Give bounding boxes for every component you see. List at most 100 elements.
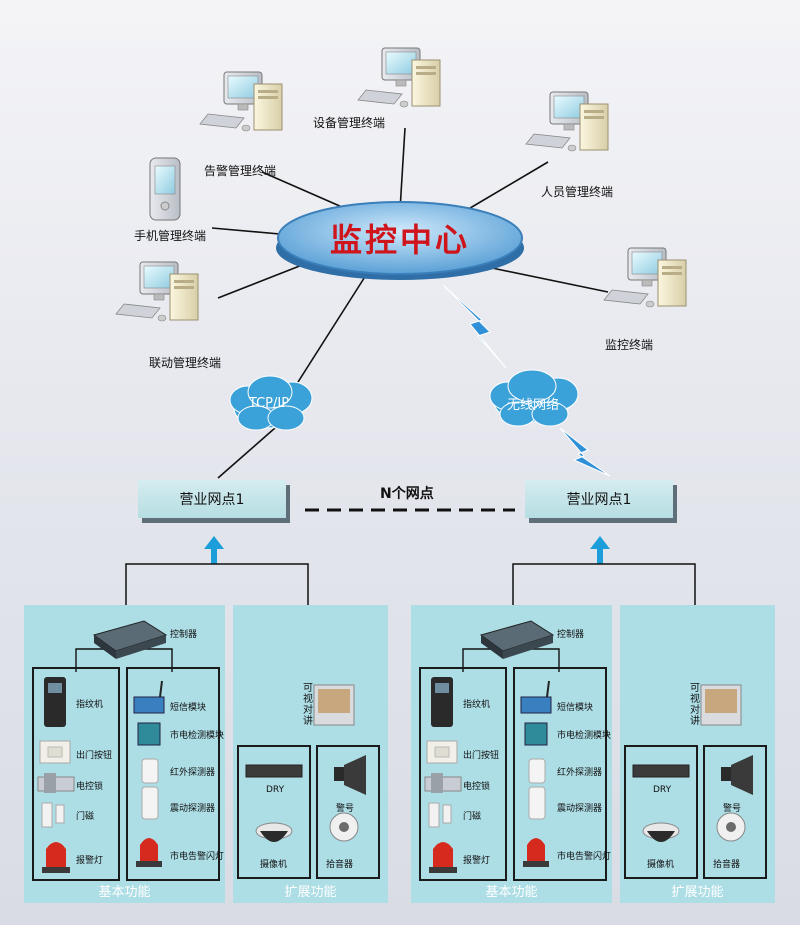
tcpip-cloud-icon xyxy=(229,375,313,431)
alarm-light-icon xyxy=(42,842,70,873)
sensor-item-2: 市电检测模块 xyxy=(557,731,612,741)
basic-item-4: 门磁 xyxy=(463,812,482,822)
intercom-label: 可视对讲 xyxy=(303,683,313,727)
fingerprint-reader-icon xyxy=(44,677,66,727)
device-terminal-label: 设备管理终端 xyxy=(313,116,386,130)
sensor-item-2: 市电检测模块 xyxy=(170,731,225,741)
controller-label: 控制器 xyxy=(170,630,198,640)
right-bracket xyxy=(512,563,696,605)
sensor-item-4: 震动探测器 xyxy=(557,804,603,814)
electric-lock-icon xyxy=(424,773,462,793)
basic-item-3: 电控锁 xyxy=(463,782,491,792)
ext-video-box xyxy=(624,745,698,879)
branch-right: 控制器 指纹机 出门按钮 电控锁 门磁 报警灯 短信模块 市电检测模块 红外探测… xyxy=(411,605,775,903)
device-terminal-icon xyxy=(357,47,441,108)
basic-item-5: 报警灯 xyxy=(463,856,491,866)
basic-item-1: 指纹机 xyxy=(76,700,104,710)
sensor-item-3: 红外探测器 xyxy=(557,768,603,778)
basic-item-1: 指纹机 xyxy=(463,700,491,710)
link-personnel xyxy=(459,161,549,215)
personnel-terminal-icon xyxy=(525,91,609,152)
linkage-terminal-label: 联动管理终端 xyxy=(149,356,222,370)
microphone-icon xyxy=(716,812,746,842)
siren-label: 警号 xyxy=(336,804,355,814)
fingerprint-reader-icon xyxy=(431,677,453,727)
sms-module-icon xyxy=(133,680,165,714)
sensor-item-5: 市电告警闪灯 xyxy=(170,852,225,862)
infrared-detector-icon xyxy=(141,758,159,784)
controller-label: 控制器 xyxy=(557,630,585,640)
video-intercom-icon xyxy=(700,684,742,726)
branch-graphics xyxy=(424,620,753,873)
ext-audio-box xyxy=(703,745,767,879)
monitoring-center-title: 监控中心 xyxy=(329,221,470,259)
sms-module-icon xyxy=(520,680,552,714)
link-monitor xyxy=(491,267,609,293)
site-left-box: 营业网点1 xyxy=(138,480,286,518)
alarm-terminal-icon xyxy=(199,71,283,132)
link-tcpip-site xyxy=(217,427,276,479)
ext-audio-box xyxy=(316,745,380,879)
basic-item-4: 门磁 xyxy=(76,812,95,822)
dvr-icon xyxy=(632,764,690,778)
basic-item-2: 出门按钮 xyxy=(463,751,500,761)
dome-camera-icon xyxy=(642,822,680,842)
basic-function-title: 基本功能 xyxy=(485,885,538,900)
dvr-label: DRY xyxy=(266,785,285,795)
wireless-label: 无线网络 xyxy=(506,398,559,413)
ext-video-box xyxy=(237,745,311,879)
basic-item-2: 出门按钮 xyxy=(76,751,113,761)
basic-sensor-box xyxy=(126,667,220,881)
wireless-bolt-upper xyxy=(442,284,507,369)
ext-function-title: 扩展功能 xyxy=(671,885,724,900)
exit-button-icon xyxy=(426,740,458,764)
microphone-icon xyxy=(329,812,359,842)
branch-left: 控制器 指纹机 出门按钮 电控锁 门磁 报警灯 短信模块 市电检测模块 红外探测… xyxy=(24,605,388,903)
camera-label: 摄像机 xyxy=(647,860,675,870)
electric-lock-icon xyxy=(37,773,75,793)
sensor-item-1: 短信模块 xyxy=(557,703,594,713)
intercom-label: 可视对讲 xyxy=(690,683,700,727)
video-intercom-icon xyxy=(313,684,355,726)
camera-label: 摄像机 xyxy=(260,860,288,870)
basic-sensor-box xyxy=(513,667,607,881)
link-device xyxy=(399,127,406,211)
controller-icon xyxy=(92,620,168,659)
wireless-bolt-lower xyxy=(559,427,611,477)
door-magnet-icon xyxy=(428,802,452,828)
personnel-terminal-label: 人员管理终端 xyxy=(541,185,614,199)
vibration-detector-icon xyxy=(141,786,159,820)
sensor-item-4: 震动探测器 xyxy=(170,804,216,814)
basic-access-box xyxy=(32,667,120,881)
sensor-item-3: 红外探测器 xyxy=(170,768,216,778)
monitor-terminal-label: 监控终端 xyxy=(605,338,654,352)
branch-graphics xyxy=(37,620,366,873)
vibration-detector-icon xyxy=(528,786,546,820)
mic-label: 拾音器 xyxy=(326,860,354,870)
left-uplink-arrow xyxy=(204,536,224,564)
linkage-terminal-icon xyxy=(115,261,199,322)
wireless-cloud-icon xyxy=(489,369,579,427)
exit-button-icon xyxy=(39,740,71,764)
dome-camera-icon xyxy=(255,822,293,842)
hub-disc xyxy=(277,201,523,275)
monitor-terminal-icon xyxy=(603,247,687,308)
alarm-light-icon xyxy=(429,842,457,873)
mobile-terminal-label: 手机管理终端 xyxy=(134,229,207,243)
link-tcpip xyxy=(297,271,369,383)
tcpip-label: TCP/IP xyxy=(248,396,290,411)
door-magnet-icon xyxy=(41,802,65,828)
siren-icon xyxy=(721,755,753,795)
basic-function-title: 基本功能 xyxy=(98,885,151,900)
mains-detect-module-icon xyxy=(137,722,161,746)
right-uplink-arrow xyxy=(590,536,610,564)
sensor-item-1: 短信模块 xyxy=(170,703,207,713)
dvr-label: DRY xyxy=(653,785,672,795)
siren-label: 警号 xyxy=(723,804,742,814)
basic-item-3: 电控锁 xyxy=(76,782,104,792)
basic-item-5: 报警灯 xyxy=(76,856,104,866)
infrared-detector-icon xyxy=(528,758,546,784)
alarm-terminal-label: 告警管理终端 xyxy=(204,164,277,178)
basic-access-box xyxy=(419,667,507,881)
mobile-terminal-icon xyxy=(149,157,181,221)
